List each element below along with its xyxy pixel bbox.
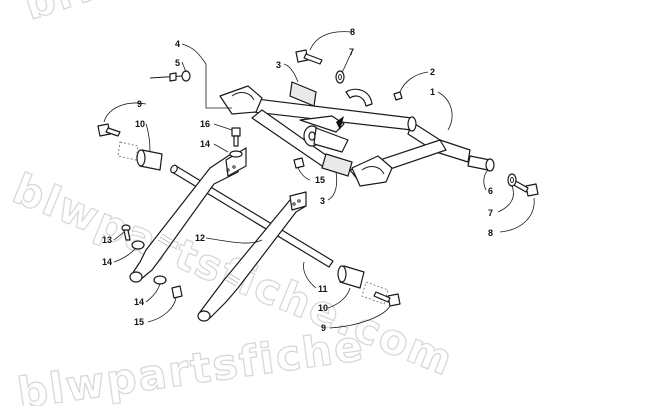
nut-15-low (171, 285, 183, 299)
washer-14-top (229, 150, 243, 158)
dashed-bushing-left (117, 141, 139, 161)
watermark: blwpartsfiche.com blwpartsfiche.com blwp… (6, 0, 482, 406)
leader-lines (103, 31, 535, 329)
bolt-left (97, 123, 121, 137)
callout-5: 5 (175, 58, 180, 68)
hatch-right (225, 273, 241, 287)
fitting-4-5 (149, 70, 191, 82)
callout-14-low: 14 (134, 297, 144, 307)
callout-8-right: 8 (488, 228, 493, 238)
bushing-lower (321, 153, 353, 177)
callout-12: 12 (195, 233, 205, 243)
washer-14-mid (131, 240, 145, 250)
callout-13: 13 (102, 235, 112, 245)
grease-fitting (393, 91, 403, 101)
watermark-top: blwpartsfiche.com (18, 0, 481, 30)
washer-top (335, 70, 345, 84)
nut-15-mid (293, 157, 305, 169)
bolt-16 (231, 127, 241, 147)
link-arm-right (197, 191, 307, 322)
callouts: 1 2 3 3 4 5 6 7 7 8 8 9 9 10 10 11 12 13… (102, 27, 493, 333)
bolt-right-lower (373, 291, 401, 307)
callout-4: 4 (175, 39, 180, 49)
spacer-right (337, 265, 365, 289)
callout-11: 11 (318, 284, 328, 294)
callout-8-top: 8 (350, 27, 355, 37)
callout-1: 1 (430, 87, 435, 97)
callout-2: 2 (430, 67, 435, 77)
callout-14-mid: 14 (102, 257, 112, 267)
callout-16: 16 (200, 119, 210, 129)
callout-3-upper: 3 (276, 60, 281, 70)
callout-15-mid: 15 (315, 175, 325, 185)
callout-14-top: 14 (200, 139, 210, 149)
a-arm-frame (219, 85, 495, 187)
callout-9-right: 9 (321, 323, 326, 333)
washer-right (507, 173, 517, 187)
callout-7-top: 7 (349, 47, 354, 57)
bushing-upper (289, 81, 317, 107)
dashed-bushing-right (361, 281, 389, 305)
callout-7-right: 7 (488, 208, 493, 218)
callout-6: 6 (488, 186, 493, 196)
callout-10-right: 10 (318, 303, 328, 313)
spacer-left (136, 149, 163, 171)
washer-14-low (153, 275, 167, 285)
screw-13 (121, 224, 131, 241)
callout-9-left: 9 (137, 99, 142, 109)
hatch-left (157, 233, 173, 247)
watermark-bottom: blwpartsfiche (15, 321, 368, 406)
callout-10-left: 10 (135, 119, 145, 129)
callout-15-low: 15 (134, 317, 144, 327)
bolt-top (295, 49, 323, 65)
callout-3-lower: 3 (320, 196, 325, 206)
